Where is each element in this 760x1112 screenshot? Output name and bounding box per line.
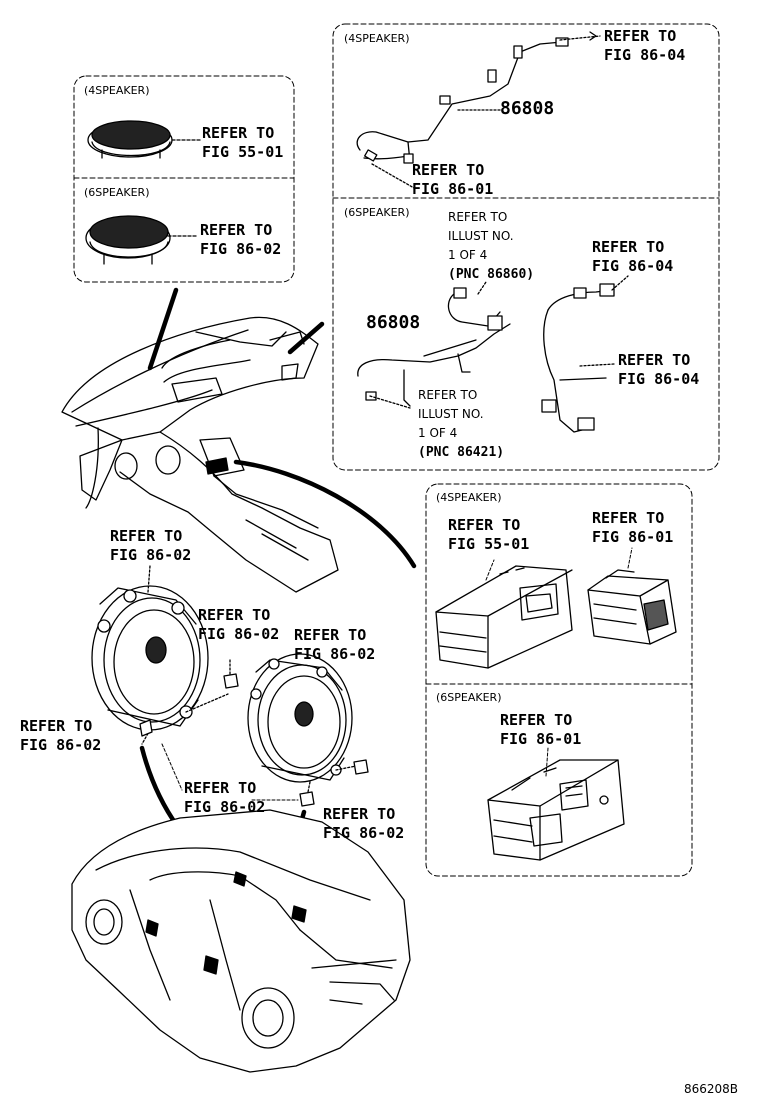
ref-line: FIG 86-04 — [618, 370, 700, 388]
illust-ref-b: REFER TO ILLUST NO. 1 OF 4 (PNC 86421) — [418, 386, 504, 462]
harness-6speaker-tag: (6SPEAKER) — [344, 206, 410, 219]
ref-line: FIG 86-04 — [592, 257, 674, 275]
ref-speaker-clip: REFER TO FIG 86-02 — [323, 805, 404, 843]
jack-4speaker-left — [435, 565, 573, 669]
ref-line: REFER TO — [110, 527, 183, 545]
illust-pnc: (PNC 86860) — [448, 267, 535, 282]
ref-tweeter-4speaker: REFER TO FIG 55-01 — [202, 124, 283, 162]
jack-group-box — [425, 483, 693, 877]
ref-line: REFER TO — [592, 509, 665, 527]
ref-line: REFER TO — [618, 351, 691, 369]
ref-speaker-screw: REFER TO FIG 86-02 — [20, 717, 101, 755]
speaker-nut — [223, 659, 239, 689]
ref-line: FIG 55-01 — [202, 143, 284, 161]
tweeter-4speaker-tag: (4SPEAKER) — [84, 84, 150, 97]
ref-line: REFER TO — [200, 221, 273, 239]
ref-speaker-left: REFER TO FIG 86-02 — [110, 527, 191, 565]
ref-line: REFER TO — [448, 516, 521, 534]
jack-6speaker — [487, 759, 625, 861]
harness-6speaker — [357, 275, 629, 433]
illust-line: ILLUST NO. — [448, 229, 514, 243]
ref-harness-6speaker-top: REFER TO FIG 86-04 — [592, 238, 673, 276]
speaker-right — [247, 653, 357, 793]
ref-line: FIG 86-02 — [200, 240, 282, 258]
ref-line: FIG 86-01 — [500, 730, 582, 748]
tweeter-6speaker — [85, 215, 171, 265]
ref-line: FIG 86-02 — [294, 645, 376, 663]
car-body — [71, 809, 411, 1073]
leader — [167, 139, 201, 237]
illust-pnc: (PNC 86421) — [418, 445, 505, 460]
speaker-left-screw — [139, 719, 153, 737]
ref-line: REFER TO — [412, 161, 485, 179]
ref-line: FIG 86-02 — [198, 625, 280, 643]
illust-line: 1 OF 4 — [418, 426, 458, 440]
ref-line: REFER TO — [323, 805, 396, 823]
harness-4speaker — [356, 31, 601, 189]
illust-line: ILLUST NO. — [418, 407, 484, 421]
jack-4speaker-tag: (4SPEAKER) — [436, 491, 502, 504]
speaker-left — [91, 565, 229, 745]
illust-line: REFER TO — [418, 388, 478, 402]
jack-6speaker-tag: (6SPEAKER) — [436, 691, 502, 704]
ref-line: FIG 86-04 — [604, 46, 686, 64]
ref-line: FIG 86-02 — [20, 736, 102, 754]
ref-line: FIG 86-02 — [110, 546, 192, 564]
dashboard — [61, 316, 339, 593]
ref-jack-6speaker: REFER TO FIG 86-01 — [500, 711, 581, 749]
ref-line: FIG 86-01 — [592, 528, 674, 546]
illust-line: 1 OF 4 — [448, 248, 488, 262]
ref-jack-4speaker-right: REFER TO FIG 86-01 — [592, 509, 673, 547]
ref-line: FIG 55-01 — [448, 535, 530, 553]
ref-line: REFER TO — [198, 606, 271, 624]
harness-group-box — [332, 23, 720, 471]
ref-line: REFER TO — [592, 238, 665, 256]
ref-line: REFER TO — [20, 717, 93, 735]
pnc-harness-4speaker: 86808 — [500, 98, 555, 119]
ref-line: REFER TO — [604, 27, 677, 45]
tweeter-4speaker — [87, 120, 173, 159]
ref-harness-4speaker-bottom: REFER TO FIG 86-01 — [412, 161, 493, 199]
ref-line: FIG 86-02 — [184, 798, 266, 816]
harness-4speaker-tag: (4SPEAKER) — [344, 32, 410, 45]
illust-line: REFER TO — [448, 210, 508, 224]
ref-line: FIG 86-02 — [323, 824, 405, 842]
tweeter-group-box — [73, 75, 295, 283]
label-leaders — [161, 547, 633, 801]
ref-line: REFER TO — [202, 124, 275, 142]
speaker-clip — [353, 759, 369, 775]
ref-line: FIG 86-01 — [412, 180, 494, 198]
illust-ref-a: REFER TO ILLUST NO. 1 OF 4 (PNC 86860) — [448, 208, 534, 284]
group-boxes — [73, 23, 720, 877]
ref-speaker-nut: REFER TO FIG 86-02 — [198, 606, 279, 644]
jack-4speaker-right — [587, 569, 677, 645]
drawing-code: 866208B — [684, 1082, 739, 1096]
ref-harness-4speaker-top: REFER TO FIG 86-04 — [604, 27, 685, 65]
ref-harness-6speaker-mid: REFER TO FIG 86-04 — [618, 351, 699, 389]
ref-speaker-bolt: REFER TO FIG 86-02 — [184, 779, 265, 817]
ref-speaker-right: REFER TO FIG 86-02 — [294, 626, 375, 664]
ref-line: REFER TO — [184, 779, 257, 797]
tweeter-6speaker-tag: (6SPEAKER) — [84, 186, 150, 199]
ref-jack-4speaker-left: REFER TO FIG 55-01 — [448, 516, 529, 554]
ref-line: REFER TO — [500, 711, 573, 729]
ref-tweeter-6speaker: REFER TO FIG 86-02 — [200, 221, 281, 259]
speaker-right-screw — [299, 791, 315, 807]
ref-line: REFER TO — [294, 626, 367, 644]
pnc-harness-6speaker: 86808 — [366, 312, 421, 333]
